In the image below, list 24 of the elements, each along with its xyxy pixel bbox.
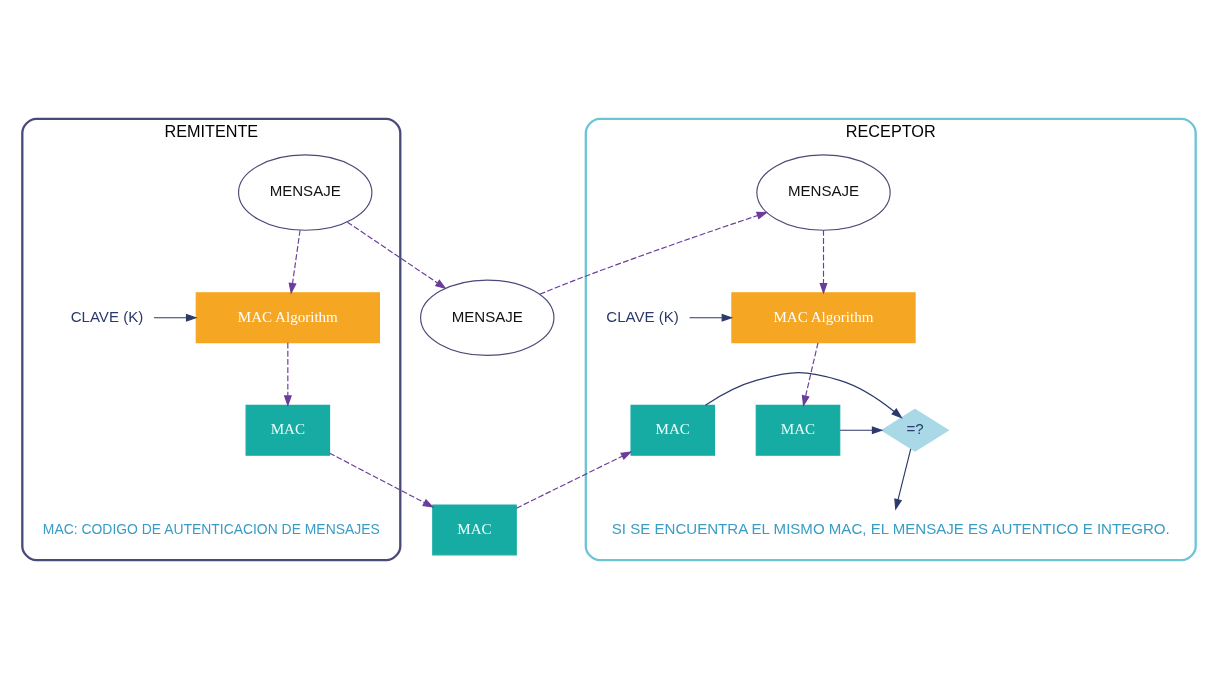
node-box: MAC Algorithm xyxy=(731,292,916,344)
arrow xyxy=(346,221,447,290)
node-box: MAC xyxy=(630,404,716,456)
arrow xyxy=(894,448,912,511)
arrow xyxy=(704,372,903,419)
node-text: CLAVE (K) xyxy=(606,307,679,325)
arrow xyxy=(839,426,884,435)
node-text: CLAVE (K) xyxy=(70,307,144,325)
arrow xyxy=(819,229,828,295)
node-box: MAC Algorithm xyxy=(195,292,380,344)
node-text: SI SE ENCUENTRA EL MISMO MAC, EL MENSAJE ES AUTENTICO E INTEGRO. xyxy=(611,519,1170,537)
node-ellipse: MENSAJE xyxy=(237,154,373,231)
arrow xyxy=(515,451,633,509)
arrow xyxy=(283,342,292,407)
arrow xyxy=(329,452,435,508)
node-box: MAC xyxy=(245,404,331,456)
arrow xyxy=(288,229,301,295)
arrow xyxy=(153,313,198,322)
arrow xyxy=(539,211,769,295)
label: MAC: CODIGO DE AUTENTICACION DE MENSAJES xyxy=(42,520,380,537)
arrow xyxy=(689,313,734,322)
node-box: MAC xyxy=(755,404,841,456)
node-box: MAC xyxy=(432,504,517,556)
arrow xyxy=(801,342,819,407)
